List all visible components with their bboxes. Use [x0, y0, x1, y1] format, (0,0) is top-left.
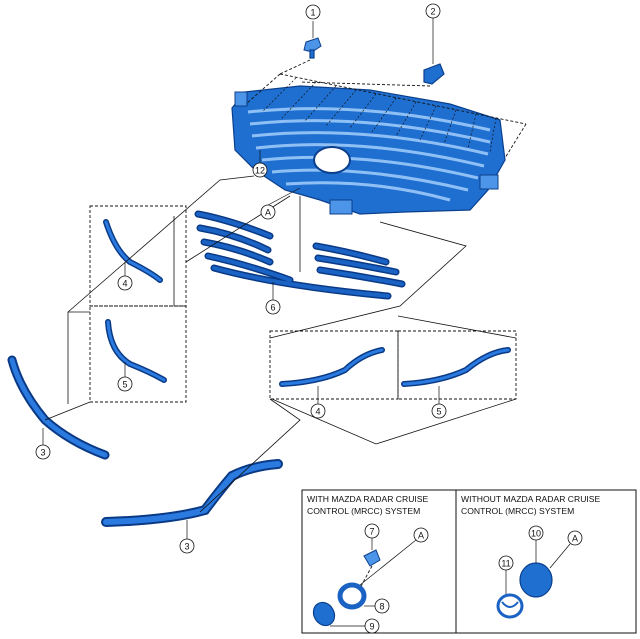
callout-12: 12 — [252, 162, 268, 178]
callout-10: 10 — [528, 525, 544, 541]
callout-9: 9 — [364, 618, 380, 634]
callout-7: 7 — [364, 523, 380, 539]
svg-text:A: A — [265, 208, 271, 218]
callout-4-right: 4 — [310, 403, 326, 419]
callout-8: 8 — [374, 598, 390, 614]
without-mrcc-box: WITHOUT MAZDA RADAR CRUISE CONTROL (MRCC… — [455, 489, 637, 634]
with-mrcc-title-line2: CONTROL (MRCC) SYSTEM — [307, 506, 420, 516]
callout-1: 1 — [305, 4, 321, 20]
without-mrcc-title-line2: CONTROL (MRCC) SYSTEM — [461, 506, 574, 516]
svg-text:1: 1 — [310, 8, 315, 18]
svg-text:7: 7 — [369, 527, 374, 537]
callout-4-left: 4 — [117, 275, 133, 291]
svg-text:9: 9 — [369, 622, 374, 632]
bracket-part-2 — [423, 63, 445, 85]
callout-11: 11 — [498, 555, 514, 571]
assembly-leader-lines — [44, 175, 517, 513]
callout-3-lower: 3 — [179, 538, 195, 554]
grille-bars-part-6 — [194, 210, 406, 300]
detail-box-left-lower — [89, 305, 187, 403]
callout-A-grille: A — [260, 204, 276, 220]
detail-box-right-5 — [397, 330, 517, 400]
svg-text:5: 5 — [436, 407, 441, 417]
without-mrcc-title-line1: WITHOUT MAZDA RADAR CRUISE — [461, 494, 601, 504]
with-mrcc-box: WITH MAZDA RADAR CRUISE CONTROL (MRCC) S… — [301, 489, 457, 634]
clip-projection-lines — [245, 59, 527, 159]
callouts: 1 2 12 A 4 5 6 3 3 4 5 — [35, 3, 447, 554]
callout-A-no-mrcc: A — [567, 530, 583, 546]
svg-text:A: A — [572, 534, 578, 544]
moulding-part-3-lower — [101, 459, 283, 527]
svg-text:3: 3 — [40, 448, 45, 458]
moulding-part-3-left — [7, 355, 110, 460]
callout-6: 6 — [265, 299, 281, 315]
svg-text:6: 6 — [270, 303, 275, 313]
svg-text:11: 11 — [501, 559, 510, 569]
callout-3-left: 3 — [35, 444, 51, 460]
svg-text:4: 4 — [122, 279, 127, 289]
svg-text:8: 8 — [379, 602, 384, 612]
with-mrcc-title-line1: WITH MAZDA RADAR CRUISE — [307, 494, 429, 504]
detail-box-right-4 — [269, 330, 399, 400]
clip-part-1 — [303, 37, 322, 59]
callout-5-left: 5 — [117, 376, 133, 392]
callout-A-mrcc: A — [413, 527, 429, 543]
front-grille-part — [231, 85, 506, 215]
svg-text:10: 10 — [531, 529, 541, 539]
detail-box-left-upper — [89, 205, 187, 307]
svg-text:12: 12 — [255, 166, 265, 176]
callout-5-right: 5 — [431, 403, 447, 419]
svg-text:3: 3 — [184, 542, 189, 552]
callout-2: 2 — [425, 3, 441, 19]
svg-text:2: 2 — [430, 7, 435, 17]
svg-text:A: A — [418, 531, 424, 541]
svg-text:5: 5 — [122, 380, 127, 390]
svg-text:4: 4 — [315, 407, 320, 417]
callout-leaders — [42, 18, 440, 539]
